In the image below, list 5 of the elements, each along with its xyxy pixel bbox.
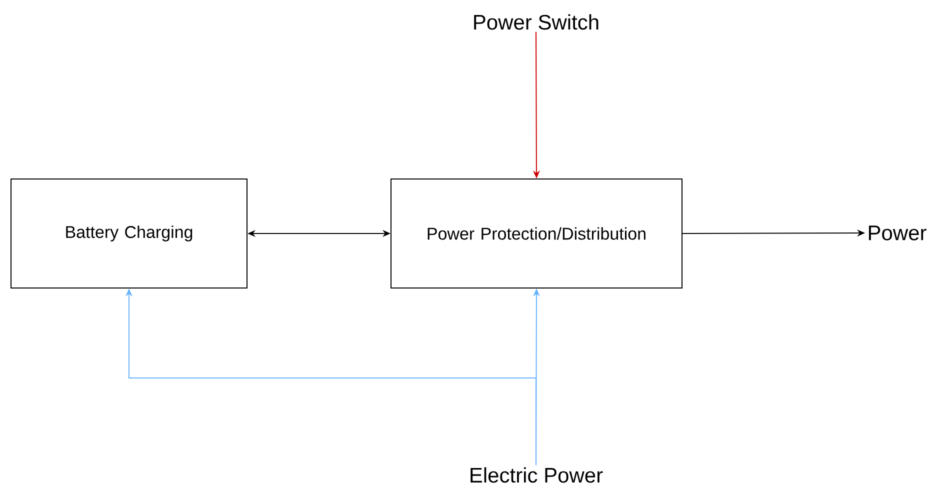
process-box: Battery Charging <box>10 178 248 288</box>
signal-label: Electric Power <box>470 467 603 483</box>
signal-label: Power <box>868 226 926 240</box>
signal-label: Power Switch <box>474 14 598 30</box>
process-box: Power Protection/Distribution <box>390 178 682 288</box>
